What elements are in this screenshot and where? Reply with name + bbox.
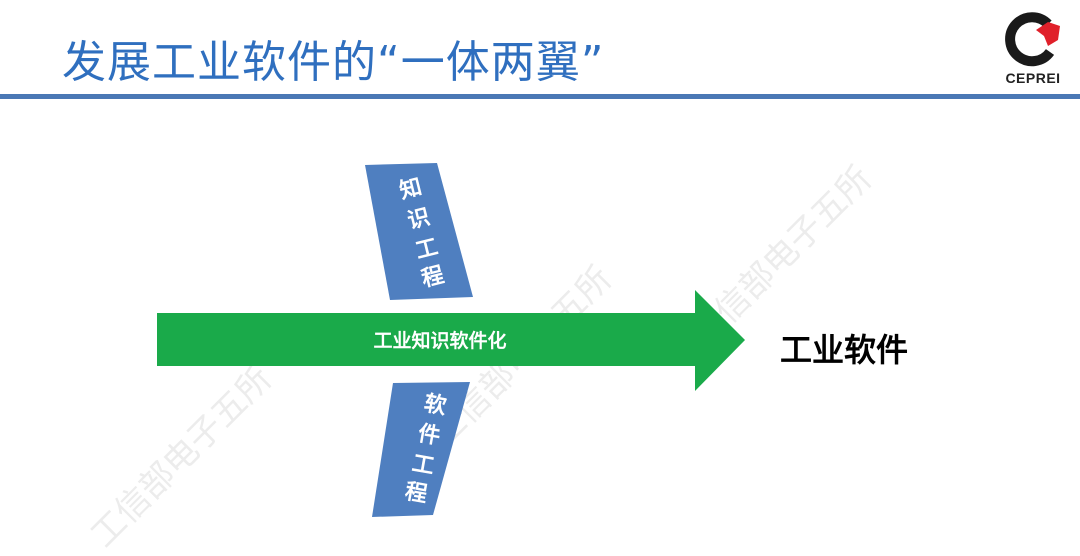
- lower-wing-char: 软: [422, 391, 449, 420]
- diagram: [157, 163, 745, 517]
- ceprei-logo: CEPREI: [998, 8, 1068, 90]
- page-title: 发展工业软件的“一体两翼”: [62, 37, 605, 88]
- arrow-label: 工业知识软件化: [373, 330, 507, 352]
- lower-wing-char: 件: [416, 421, 443, 450]
- title-divider: [0, 94, 1080, 99]
- logo-text: CEPREI: [1005, 70, 1061, 86]
- result-label: 工业软件: [780, 331, 909, 369]
- lower-wing-char: 程: [403, 479, 430, 508]
- main-arrow: [157, 290, 745, 391]
- lower-wing-char: 工: [410, 451, 437, 480]
- lower-wing-shape: [372, 382, 470, 517]
- upper-wing-shape: [365, 163, 473, 300]
